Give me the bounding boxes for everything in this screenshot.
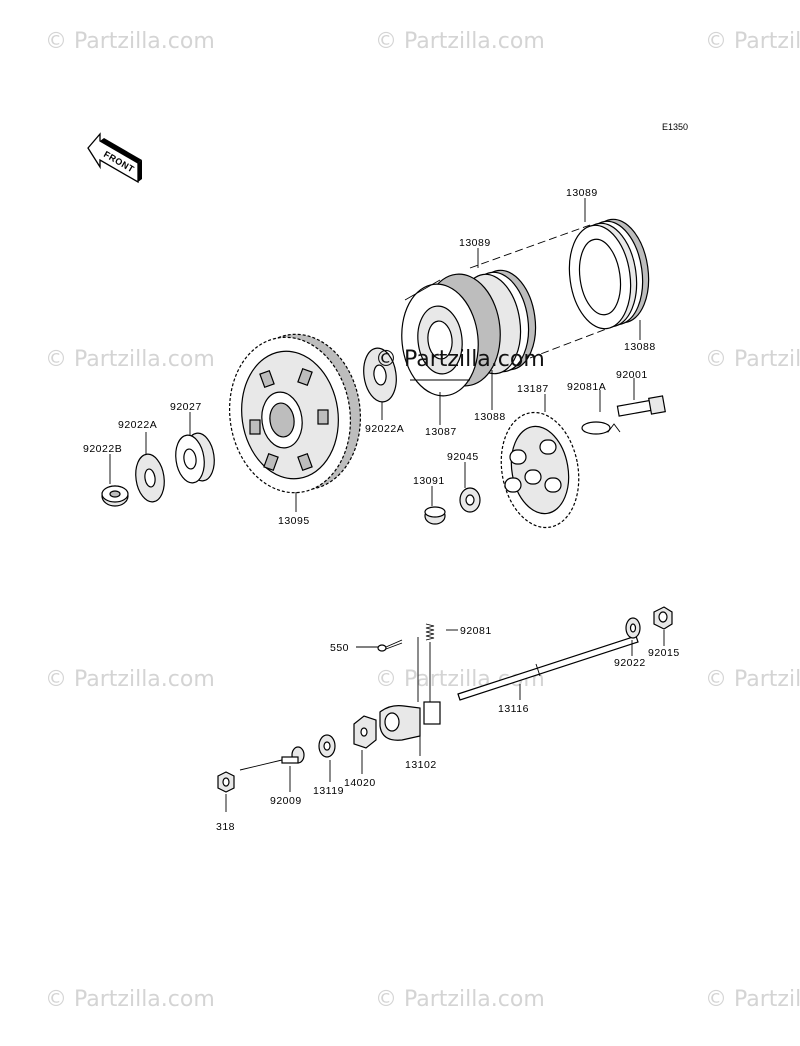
clutch-hub	[401, 273, 501, 397]
watermark: © Partzilla.com	[45, 29, 215, 54]
nut-318	[217, 771, 235, 793]
bolt-92001	[616, 395, 666, 417]
release-lever	[379, 637, 441, 741]
washer-92022A-upper	[363, 347, 397, 403]
label-92027: 92027	[170, 401, 202, 413]
label-13088: 13088	[474, 411, 506, 423]
label-92081A: 92081A	[567, 381, 606, 393]
label-92022A: 92022A	[365, 423, 404, 435]
primary-gear	[229, 333, 361, 494]
label-92022A: 92022A	[118, 419, 157, 431]
front-arrow-icon: FRONT	[87, 132, 142, 184]
label-92045: 92045	[447, 451, 479, 463]
label-13095: 13095	[278, 515, 310, 527]
plate-14020	[353, 715, 377, 749]
watermark: © Partzilla.com	[375, 29, 545, 54]
label-550: 550	[330, 642, 349, 654]
clutch-plate-stack-right	[568, 218, 650, 330]
collar-92027	[175, 432, 215, 484]
push-rod	[457, 635, 639, 701]
washer-13119	[318, 734, 336, 758]
label-92022: 92022	[614, 657, 646, 669]
watermarks: © Partzilla.com © Partzilla.com © Partzi…	[45, 29, 800, 1012]
bearing-92045	[459, 487, 481, 513]
cotter-pin-550	[377, 639, 403, 652]
diagram-code: E1350	[662, 122, 688, 132]
spring-92081A	[581, 421, 621, 435]
label-13187: 13187	[517, 383, 549, 395]
washer-92022A-lower	[135, 453, 165, 503]
screw-92009	[281, 746, 305, 764]
watermark: © Partzilla.com	[705, 347, 800, 372]
watermark: © Partzilla.com	[45, 987, 215, 1012]
watermark: © Partzilla.com	[375, 347, 545, 372]
washer-92022	[625, 617, 641, 639]
label-13088: 13088	[624, 341, 656, 353]
washer-92022B	[101, 485, 129, 507]
leader-lines-lower	[225, 629, 665, 812]
watermark: © Partzilla.com	[705, 29, 800, 54]
cap-13091	[424, 506, 446, 525]
label-13116: 13116	[498, 703, 529, 715]
label-92022B: 92022B	[83, 443, 122, 455]
label-13119: 13119	[313, 785, 344, 797]
leader-lines-upper	[109, 198, 641, 512]
label-92001: 92001	[616, 369, 648, 381]
watermark: © Partzilla.com	[45, 667, 215, 692]
label-92009: 92009	[270, 795, 302, 807]
watermark: © Partzilla.com	[705, 667, 800, 692]
label-13102: 13102	[405, 759, 437, 771]
label-92015: 92015	[648, 647, 680, 659]
watermark: © Partzilla.com	[705, 987, 800, 1012]
watermark: © Partzilla.com	[45, 347, 215, 372]
label-13089: 13089	[459, 237, 491, 249]
label-92081: 92081	[460, 625, 492, 637]
spring-92081	[425, 623, 435, 641]
label-13091: 13091	[413, 475, 445, 487]
label-14020: 14020	[344, 777, 376, 789]
nut-92015	[653, 606, 673, 630]
label-13089: 13089	[566, 187, 598, 199]
label-13087: 13087	[425, 426, 457, 438]
watermark: © Partzilla.com	[375, 987, 545, 1012]
label-318: 318	[216, 821, 235, 833]
pressure-plate	[500, 411, 580, 529]
